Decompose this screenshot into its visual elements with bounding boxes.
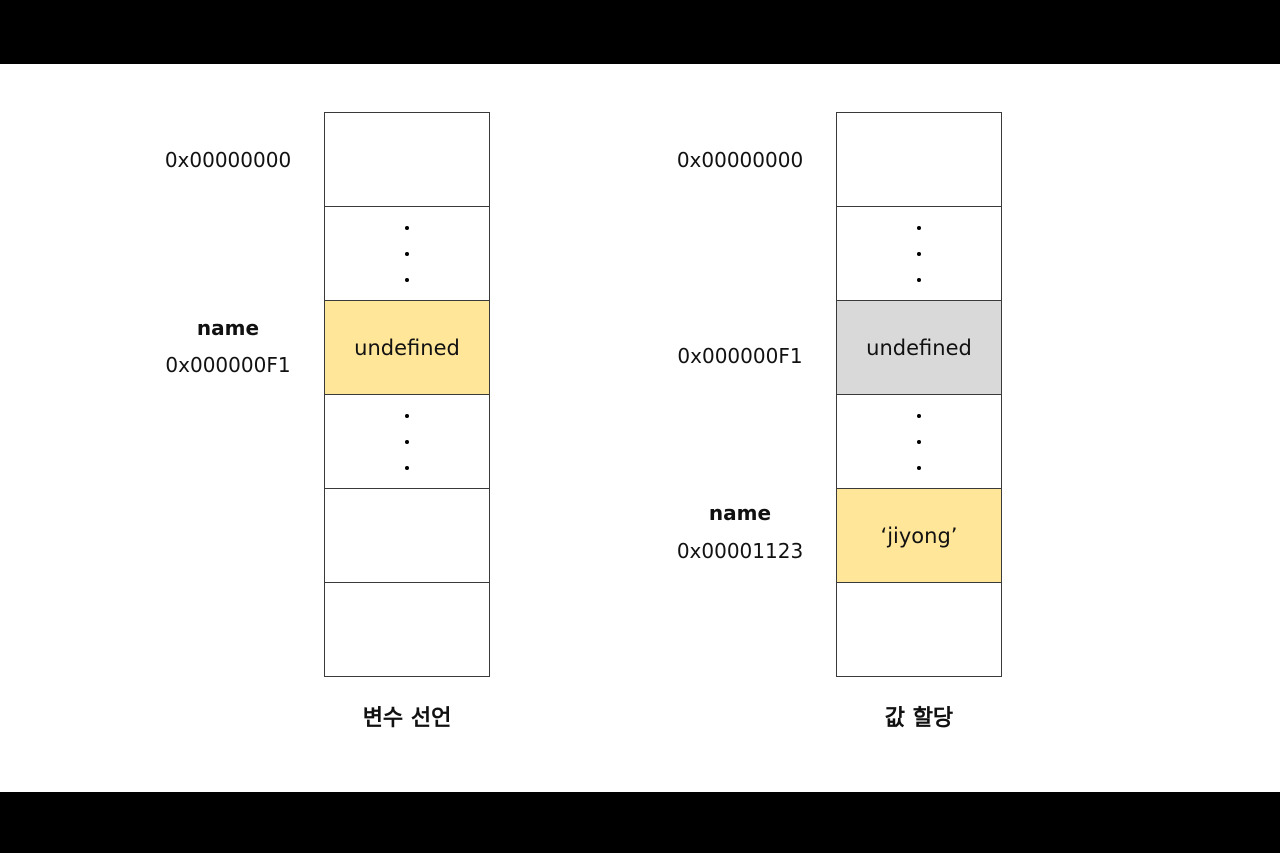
memory-ellipsis-cell [837,394,1001,488]
address-top-label: 0x00000000 [676,148,804,172]
vertical-ellipsis-icon [405,413,409,470]
diagram-caption: 변수 선언 [362,706,452,731]
vertical-ellipsis-icon [917,413,921,470]
address-top-label: 0x00000000 [164,148,292,172]
address-name-label: 0x000000F1 [165,353,291,377]
memory-ellipsis-cell [325,394,489,488]
vertical-ellipsis-icon [405,225,409,282]
diagram-caption: 값 할당 [884,706,954,731]
memory-column: undefined ‘jiyong’ [836,112,1002,677]
memory-ellipsis-cell [837,206,1001,300]
value-assignment-diagram: 0x00000000 0x000000F1 name 0x00001123 un… [640,64,1280,792]
variable-declaration-diagram: 0x00000000 name 0x000000F1 undefined 변수 … [0,64,640,792]
memory-cell [837,582,1001,676]
address-name-label: 0x00001123 [676,539,804,563]
memory-cell [325,582,489,676]
memory-cell-old-value: undefined [837,300,1001,394]
diagram-canvas: 0x00000000 name 0x000000F1 undefined 변수 … [0,64,1280,792]
address-old-label: 0x000000F1 [677,344,803,368]
memory-cell [837,113,1001,206]
memory-column: undefined [324,112,490,677]
variable-name-label: name [196,316,260,340]
vertical-ellipsis-icon [917,225,921,282]
variable-name-label: name [708,501,772,525]
memory-cell-name: undefined [325,300,489,394]
memory-ellipsis-cell [325,206,489,300]
memory-cell [325,488,489,582]
memory-cell-name: ‘jiyong’ [837,488,1001,582]
memory-cell [325,113,489,206]
